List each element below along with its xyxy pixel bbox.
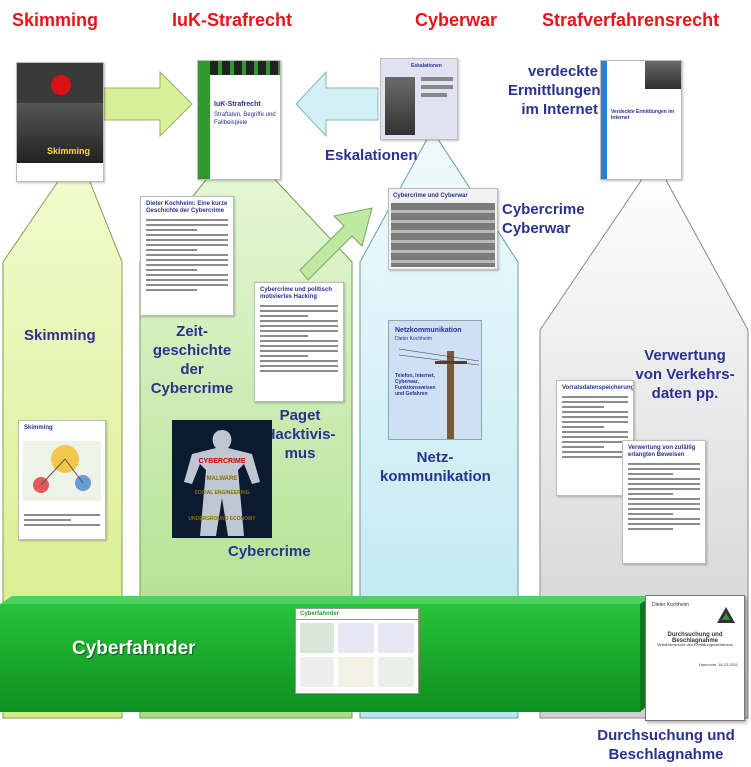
- verdeckte-cover: Verdeckte Ermittlungen im Internet: [600, 60, 682, 180]
- netz-cover-title: Netzkommunikation: [395, 327, 462, 334]
- skimming-cover: Skimming: [16, 62, 104, 182]
- verdeckte-cover-strip: [601, 61, 607, 179]
- label-cybercrime: Cybercrime: [228, 543, 311, 560]
- label-verdeckte-ermittlungen: verdeckte Ermittlungen im Internet: [508, 63, 601, 118]
- arrow-cyberwar-to-iuk: [295, 70, 379, 138]
- poster-line-3: SOCIAL ENGINEERING: [194, 490, 250, 496]
- netzkommunikation-cover: Netzkommunikation Dieter Kochheim Telefo…: [388, 320, 482, 440]
- web-header: Cyberfahnder: [296, 609, 418, 620]
- arrow-paget-to-cyber: [299, 207, 373, 281]
- skimming-cover-caption: Skimming: [47, 146, 91, 156]
- iuk-cover-title: IuK-Strafrecht: [214, 101, 261, 108]
- header-iuk-strafrecht: IuK-Strafrecht: [172, 10, 293, 30]
- header-skimming: Skimming: [12, 10, 99, 30]
- verwertung-doc-2: Verwertung von zufällig erlangten Beweis…: [622, 440, 706, 564]
- poster-line-1: CYBERCRIME: [198, 458, 246, 465]
- verdeckte-cover-photo: [645, 61, 681, 89]
- skimming-cover-photo: [17, 103, 103, 163]
- label-zeitgeschichte: Zeit-geschichte der Cybercrime: [150, 323, 234, 397]
- label-paget-hacktivismus: Paget Hacktivis-mus: [264, 407, 336, 462]
- telegraph-pole: [398, 348, 480, 439]
- poster-line-2: MALWARE: [206, 476, 238, 482]
- label-verwertung: Verwertung von Verkehrs-daten pp.: [635, 347, 735, 402]
- paget-doc: Cybercrime und politisch motiviertes Hac…: [254, 282, 344, 402]
- skimming-map: [23, 441, 101, 501]
- verwertung-doc-2-title: Verwertung von zufällig erlangten Beweis…: [628, 445, 696, 458]
- verwertung-doc-1-title: Vorratsdatenspeicherung: [562, 385, 634, 391]
- label-durchsuchung: Durchsuchung und Beschlagnahme: [597, 727, 735, 763]
- label-skimming-column: Skimming: [24, 327, 96, 344]
- verdeckte-cover-title: Verdeckte Ermittlungen im Internet: [611, 109, 675, 121]
- cyberfahnder-bar-top: [0, 596, 652, 604]
- label-netzkommunikation: Netz-kommunikation: [380, 449, 491, 485]
- zeitgeschichte-doc-title: Dieter Kochheim: Eine kurze Geschichte d…: [146, 201, 228, 214]
- eskalationen-cover-figures: [385, 77, 415, 135]
- eskalationen-cover: Eskalationen: [380, 58, 458, 140]
- durch-footer: Hannover, 16.12.2011: [698, 662, 738, 667]
- iuk-cover-subtitle: Straftaten, Begriffe und Fallbeispiele: [214, 112, 276, 126]
- label-eskalationen: Eskalationen: [325, 147, 418, 164]
- skimming-doc: Skimming: [18, 420, 106, 540]
- poster-line-4: UNDERGROUND ECONOMY: [188, 516, 256, 522]
- iuk-cover-strip: [198, 61, 210, 179]
- durch-logo-icon: [717, 607, 735, 623]
- skimming-cover-sign: [51, 75, 71, 95]
- eskalationen-cover-title: Eskalationen: [411, 63, 442, 69]
- zeitgeschichte-doc: Dieter Kochheim: Eine kurze Geschichte d…: [140, 196, 234, 316]
- durch-subtitle: Verfahrensrecht des Ermittlungsverfahren…: [657, 642, 733, 647]
- label-cybercrime-cyberwar: Cybercrime Cyberwar: [502, 201, 585, 237]
- header-cyberwar: Cyberwar: [415, 10, 498, 30]
- cyberfahnder-website: Cyberfahnder: [295, 608, 419, 694]
- iuk-cover: IuK-Strafrecht Straftaten, Begriffe und …: [197, 60, 281, 180]
- durch-title: Durchsuchung und Beschlagnahme: [667, 632, 723, 644]
- arrow-skimming-to-iuk: [103, 70, 193, 138]
- cybercrime-poster: CYBERCRIME MALWARE SOCIAL ENGINEERING UN…: [172, 420, 272, 538]
- iuk-cover-band: [210, 61, 280, 75]
- skimming-doc-title: Skimming: [24, 425, 53, 431]
- netz-cover-author: Dieter Kochheim: [395, 336, 432, 342]
- label-cyberfahnder: Cyberfahnder: [72, 638, 196, 659]
- header-strafverfahrensrecht: Strafverfahrensrecht: [542, 10, 720, 30]
- poster-figure: [184, 430, 260, 536]
- cyber-cover-photo: [391, 203, 495, 267]
- cyber-cover: Cybercrime und Cyberwar: [388, 188, 498, 270]
- verwertung-doc-1: Vorratsdatenspeicherung: [556, 380, 634, 496]
- cyber-cover-title: Cybercrime und Cyberwar: [393, 193, 468, 199]
- netz-cover-items: Telefon, Internet, Cyberwar, Funktionswe…: [395, 373, 436, 397]
- durch-author: Dieter Kochheim: [652, 602, 689, 608]
- paget-doc-title: Cybercrime und politisch motiviertes Hac…: [260, 287, 333, 300]
- durchsuchung-doc: Dieter Kochheim Durchsuchung und Beschla…: [645, 595, 745, 721]
- skimming-cover-footer: [17, 163, 103, 181]
